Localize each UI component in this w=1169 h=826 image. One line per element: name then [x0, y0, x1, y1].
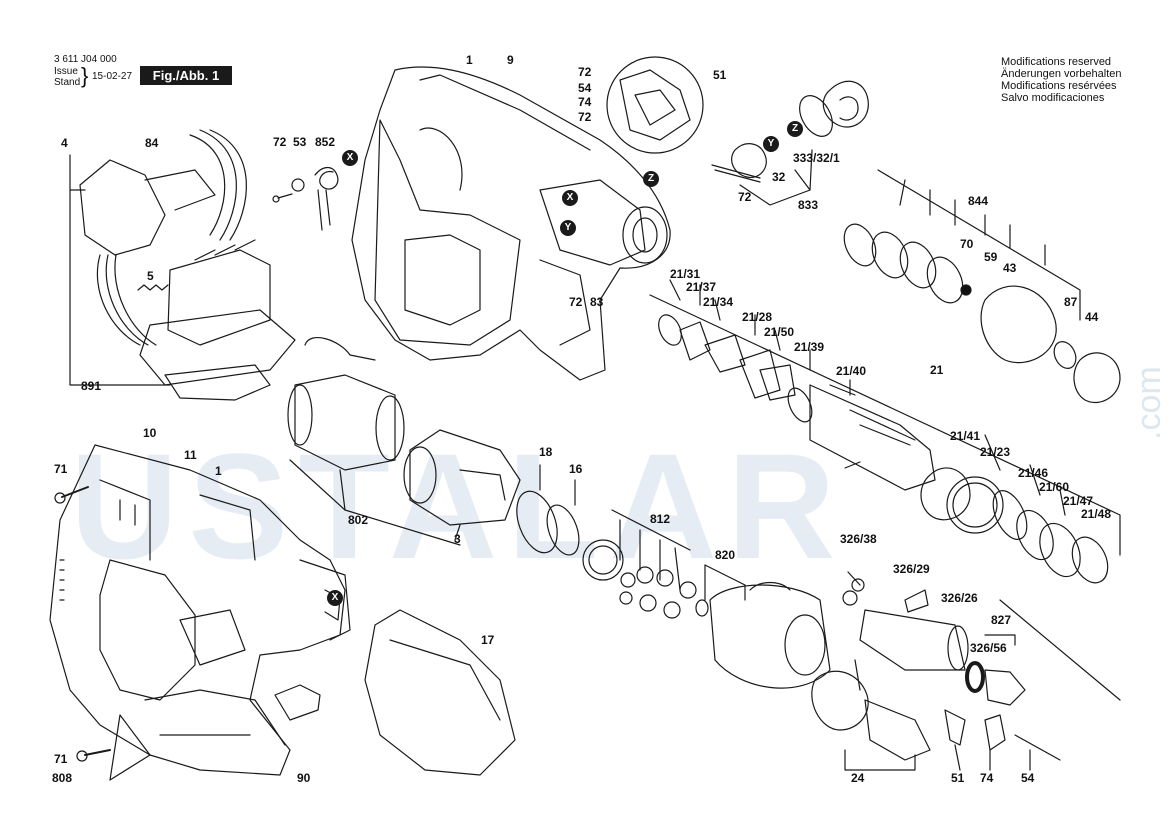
callout-1: 1: [466, 53, 473, 67]
callout-53: 53: [293, 135, 307, 149]
callout-21-60: 21/60: [1039, 480, 1070, 494]
issue-label: Issue: [54, 66, 78, 77]
note-de: Änderungen vorbehalten: [1001, 68, 1122, 80]
callout-16: 16: [569, 462, 583, 476]
callout-72e: 72: [569, 295, 583, 309]
callout-72d: 72: [738, 190, 752, 204]
callout-54b: 54: [1021, 771, 1035, 785]
callout-21-31: 21/31: [670, 267, 701, 281]
callout-333-32-1: 333/32/1: [793, 151, 840, 165]
callout-74b: 74: [980, 771, 994, 785]
callout-70: 70: [960, 237, 974, 251]
callout-21: 21: [930, 363, 944, 377]
callout-90: 90: [297, 771, 311, 785]
stand-label: Stand: [54, 77, 81, 88]
modification-notes: Modifications reserved Änderungen vorbeh…: [1001, 56, 1121, 104]
callout-21-34: 21/34: [703, 295, 734, 309]
note-es: Salvo modificaciones: [1001, 92, 1105, 104]
callout-72: 72: [578, 65, 592, 79]
marker-z-2: Z: [643, 171, 659, 187]
leader-4-891: [69, 154, 171, 386]
callout-71: 71: [54, 462, 68, 476]
callout-326-29: 326/29: [893, 562, 930, 576]
callout-21-41: 21/41: [950, 429, 981, 443]
callout-820: 820: [715, 548, 736, 562]
marker-x-3: X: [327, 590, 343, 606]
callout-21-40: 21/40: [836, 364, 867, 378]
callout-72b: 72: [578, 110, 592, 124]
spring-852: [314, 166, 339, 190]
marker-x-1: X: [342, 150, 358, 166]
callout-4: 4: [61, 136, 68, 150]
callout-71b: 71: [54, 752, 68, 766]
callout-827: 827: [991, 613, 1012, 627]
marker-y-2: Y: [560, 220, 576, 236]
callout-84: 84: [145, 136, 159, 150]
callout-833: 833: [798, 198, 819, 212]
housing-top-drawing: [351, 66, 671, 381]
callout-83: 83: [590, 295, 604, 309]
callout-18: 18: [539, 445, 553, 459]
callout-10: 10: [143, 426, 157, 440]
callout-44: 44: [1085, 310, 1099, 324]
callout-21-47: 21/47: [1063, 494, 1094, 508]
callout-802: 802: [348, 513, 369, 527]
callout-74: 74: [578, 95, 592, 109]
detail-circle-51: [606, 56, 704, 154]
brace-glyph: }: [81, 63, 89, 88]
callout-21-46: 21/46: [1018, 466, 1049, 480]
callout-51: 51: [713, 68, 727, 82]
callout-21-48: 21/48: [1081, 507, 1112, 521]
callout-21-50: 21/50: [764, 325, 795, 339]
callout-326-56: 326/56: [970, 641, 1007, 655]
callout-891: 891: [81, 379, 102, 393]
housing-bottom-drawing: [49, 444, 351, 776]
callout-87: 87: [1064, 295, 1078, 309]
callout-9: 9: [507, 53, 514, 67]
switch-assembly-drawing: [79, 129, 296, 401]
callout-5: 5: [147, 269, 154, 283]
callout-59: 59: [984, 250, 998, 264]
callout-812: 812: [650, 512, 671, 526]
callout-21-28: 21/28: [742, 310, 773, 324]
marker-y-1: Y: [763, 136, 779, 152]
part-number: 3 611 J04 000: [54, 54, 117, 65]
callout-326-38: 326/38: [840, 532, 877, 546]
note-en: Modifications reserved: [1001, 56, 1112, 68]
callout-1b: 1: [215, 464, 222, 478]
figure-label: Fig./Abb. 1: [140, 66, 232, 85]
callout-72c: 72: [273, 135, 287, 149]
callout-326-26: 326/26: [941, 591, 978, 605]
callout-21-39: 21/39: [794, 340, 825, 354]
callout-17: 17: [481, 633, 495, 647]
callout-21-37: 21/37: [686, 280, 717, 294]
callout-51b: 51: [951, 771, 965, 785]
callout-3: 3: [454, 532, 461, 546]
callout-844: 844: [968, 194, 989, 208]
date: 15-02-27: [92, 71, 133, 82]
callout-43: 43: [1003, 261, 1017, 275]
note-fr: Modifications resérvées: [1001, 80, 1117, 92]
callout-21-23: 21/23: [980, 445, 1011, 459]
callout-11: 11: [184, 448, 197, 462]
callout-32: 32: [772, 170, 786, 184]
marker-x-2: X: [562, 190, 578, 206]
watermark-text: USTALAR: [70, 422, 846, 590]
callout-852: 852: [315, 135, 336, 149]
callout-24: 24: [851, 771, 865, 785]
callout-54: 54: [578, 81, 592, 95]
callout-808: 808: [52, 771, 73, 785]
marker-z-1: Z: [787, 121, 803, 137]
